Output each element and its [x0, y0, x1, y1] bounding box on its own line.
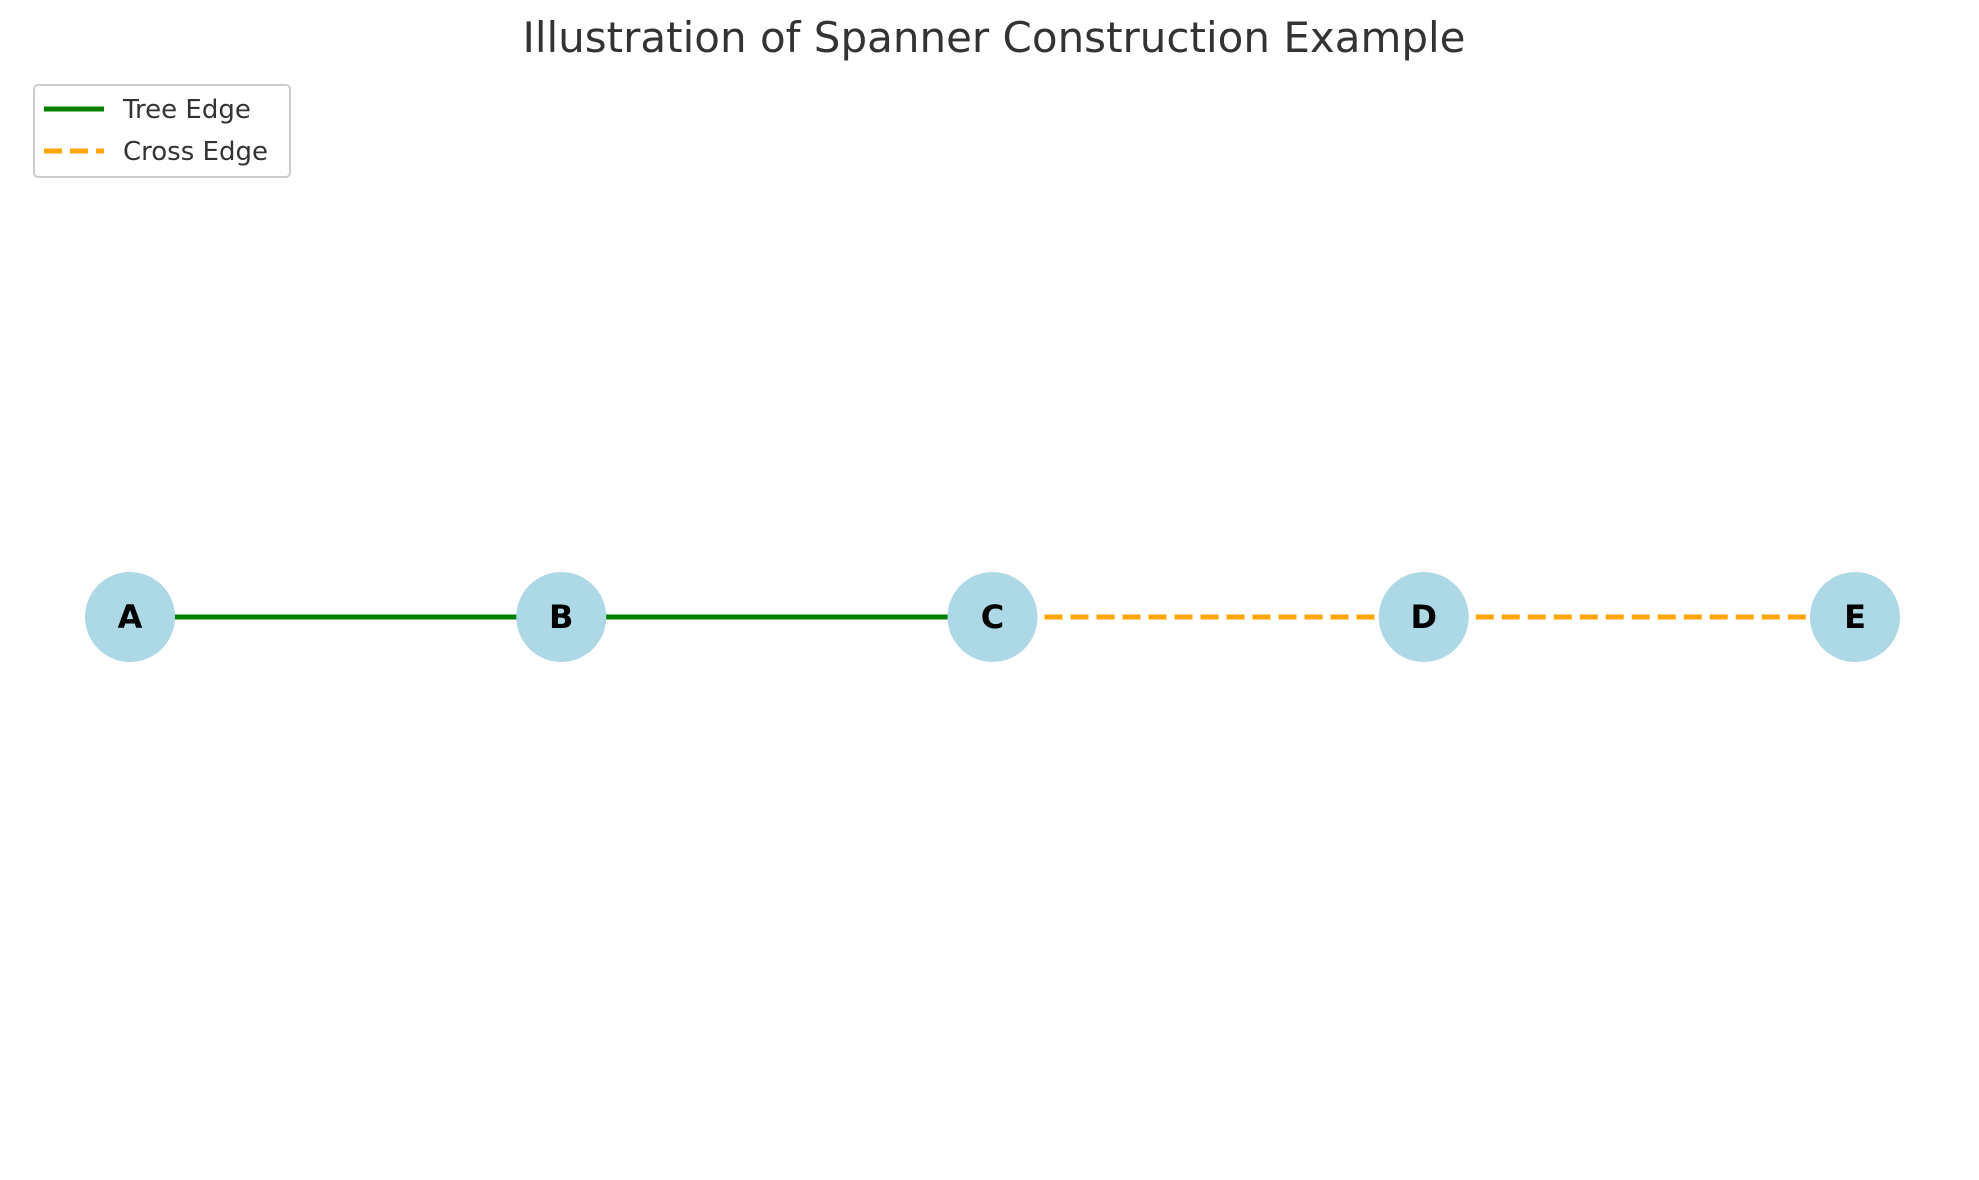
legend-cross-edge-label: Cross Edge [123, 137, 268, 167]
legend-tree-edge-label: Tree Edge [122, 95, 251, 125]
node-label-a: A [118, 598, 143, 636]
node-circle-a [85, 572, 175, 662]
node-label-c: C [981, 598, 1004, 636]
legend: Tree Edge Cross Edge [33, 84, 291, 178]
node-label-e: E [1844, 598, 1866, 636]
node-b: B [516, 572, 607, 662]
node-c: C [947, 572, 1038, 662]
node-a: A [85, 572, 175, 662]
nodes: A B C D E [85, 572, 1900, 662]
node-label-b: B [549, 598, 573, 636]
node-circle-d [1378, 572, 1469, 662]
node-circle-e [1810, 572, 1900, 662]
node-circle-c [947, 572, 1038, 662]
node-e: E [1810, 572, 1900, 662]
node-d: D [1378, 572, 1469, 662]
node-label-d: D [1410, 598, 1437, 636]
diagram-title: Illustration of Spanner Construction Exa… [522, 13, 1465, 62]
node-circle-b [516, 572, 607, 662]
